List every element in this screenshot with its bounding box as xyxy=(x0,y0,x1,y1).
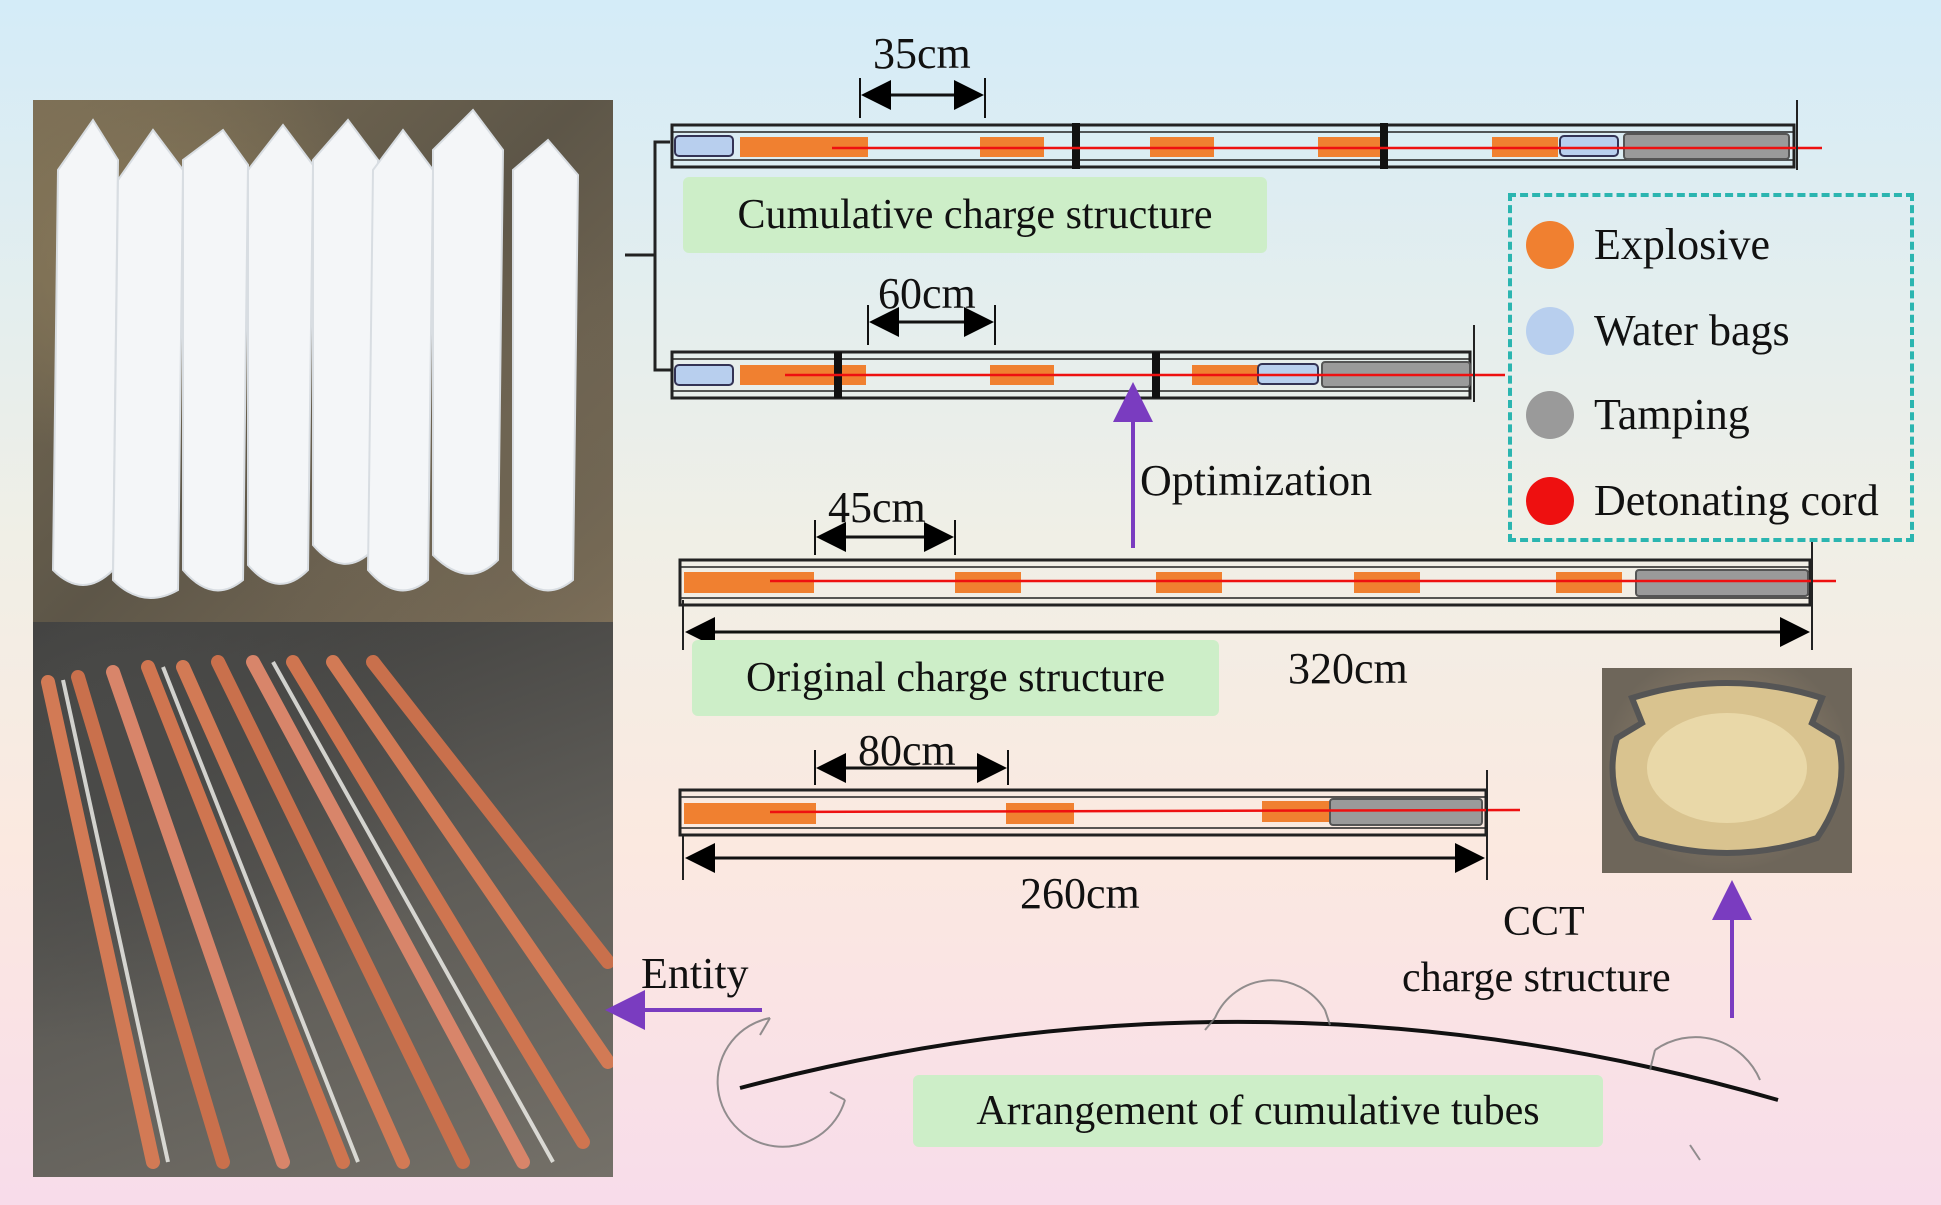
tube-body xyxy=(678,558,1812,607)
water-bags-illustration xyxy=(51,108,580,599)
tube-4 xyxy=(141,660,350,1169)
entity-label: Entity xyxy=(641,949,749,998)
tamping xyxy=(1635,569,1809,597)
charge-tubes-photo xyxy=(33,622,613,1177)
legend-item-water-bags: Water bags xyxy=(1526,305,1790,356)
detonating-cord-swatch xyxy=(1526,476,1574,525)
legend-item-tamping: Tamping xyxy=(1526,389,1750,440)
legend: Explosive Water bags Tamping Detonating … xyxy=(1508,193,1914,542)
legend-label: Explosive xyxy=(1594,220,1770,269)
explosive xyxy=(740,137,868,157)
tamping-swatch xyxy=(1526,390,1574,439)
cumulative-structure-label: Cumulative charge structure xyxy=(683,177,1267,253)
cct-cross-section-illustration xyxy=(1609,680,1845,856)
tube-7 xyxy=(246,655,530,1169)
cct-label-line1: CCT xyxy=(1503,899,1585,945)
water-bags-photo xyxy=(33,100,613,622)
legend-label: Detonating cord xyxy=(1594,476,1879,525)
explosive-swatch xyxy=(1526,220,1574,269)
water-bag-6 xyxy=(366,128,435,592)
cct-explosive-core xyxy=(1647,713,1807,823)
water-bag-7 xyxy=(432,108,505,575)
original-structure-label: Original charge structure xyxy=(692,640,1219,716)
water-bag-swatch xyxy=(1526,306,1574,355)
tube-1 xyxy=(41,675,160,1169)
dimension-35cm: 35cm xyxy=(873,29,971,78)
cct-outline-right xyxy=(1649,1036,1761,1161)
dimension-320cm: 320cm xyxy=(1288,644,1408,693)
water-bag-4 xyxy=(247,123,315,585)
water-bag xyxy=(1559,135,1619,157)
explosive xyxy=(955,572,1021,593)
explosive xyxy=(1006,803,1074,824)
tube-10 xyxy=(366,655,613,969)
cumulative-structure-35cm xyxy=(670,78,1822,170)
water-bag xyxy=(674,364,734,386)
optimized-structure-60cm xyxy=(670,305,1505,402)
dimension-80cm: 80cm xyxy=(858,726,956,775)
water-bag-3 xyxy=(182,128,250,592)
explosive xyxy=(684,803,816,824)
arrangement-arc xyxy=(739,1019,1779,1102)
cct-outline-left xyxy=(716,1017,846,1148)
short-structure-80cm xyxy=(678,750,1521,880)
cct-cross-section-photo xyxy=(1602,668,1852,873)
tube-5 xyxy=(176,660,410,1169)
arrangement-label: Arrangement of cumulative tubes xyxy=(913,1075,1603,1147)
tube-body xyxy=(670,123,1796,169)
tube-9 xyxy=(326,655,613,1069)
tube-6 xyxy=(211,655,470,1169)
cord-c xyxy=(271,661,555,1163)
cct-label-line2: charge structure xyxy=(1402,955,1671,1001)
legend-label: Water bags xyxy=(1594,306,1790,355)
water-bag-8 xyxy=(512,138,580,592)
cct-outline-middle xyxy=(1204,979,1331,1031)
tamping xyxy=(1329,798,1483,826)
separator xyxy=(1380,123,1388,169)
original-structure-45cm xyxy=(678,520,1836,650)
separator xyxy=(1072,123,1080,169)
cord-a xyxy=(61,679,170,1163)
cct-tube-outlines xyxy=(716,979,1761,1161)
dimension-260cm: 260cm xyxy=(1020,869,1140,918)
explosive xyxy=(1556,572,1622,593)
legend-label: Tamping xyxy=(1594,390,1750,439)
tube-8 xyxy=(286,655,590,1149)
water-bag xyxy=(674,135,734,157)
optimization-label: Optimization xyxy=(1140,456,1373,505)
explosive xyxy=(1354,572,1420,593)
detonating-cord xyxy=(769,808,1521,814)
legend-item-explosive: Explosive xyxy=(1526,219,1770,270)
water-bag-2 xyxy=(111,128,185,599)
structure-bracket xyxy=(625,140,672,372)
tube-2 xyxy=(71,670,230,1169)
explosive xyxy=(1156,572,1222,593)
tube-3 xyxy=(106,665,290,1169)
dimension-45cm: 45cm xyxy=(828,483,926,532)
cord-b xyxy=(161,666,360,1163)
charge-tubes-illustration xyxy=(41,655,613,1169)
legend-item-detonating-cord: Detonating cord xyxy=(1526,475,1879,526)
explosive xyxy=(684,572,814,593)
tamping xyxy=(1623,133,1790,160)
dimension-60cm: 60cm xyxy=(878,269,976,318)
